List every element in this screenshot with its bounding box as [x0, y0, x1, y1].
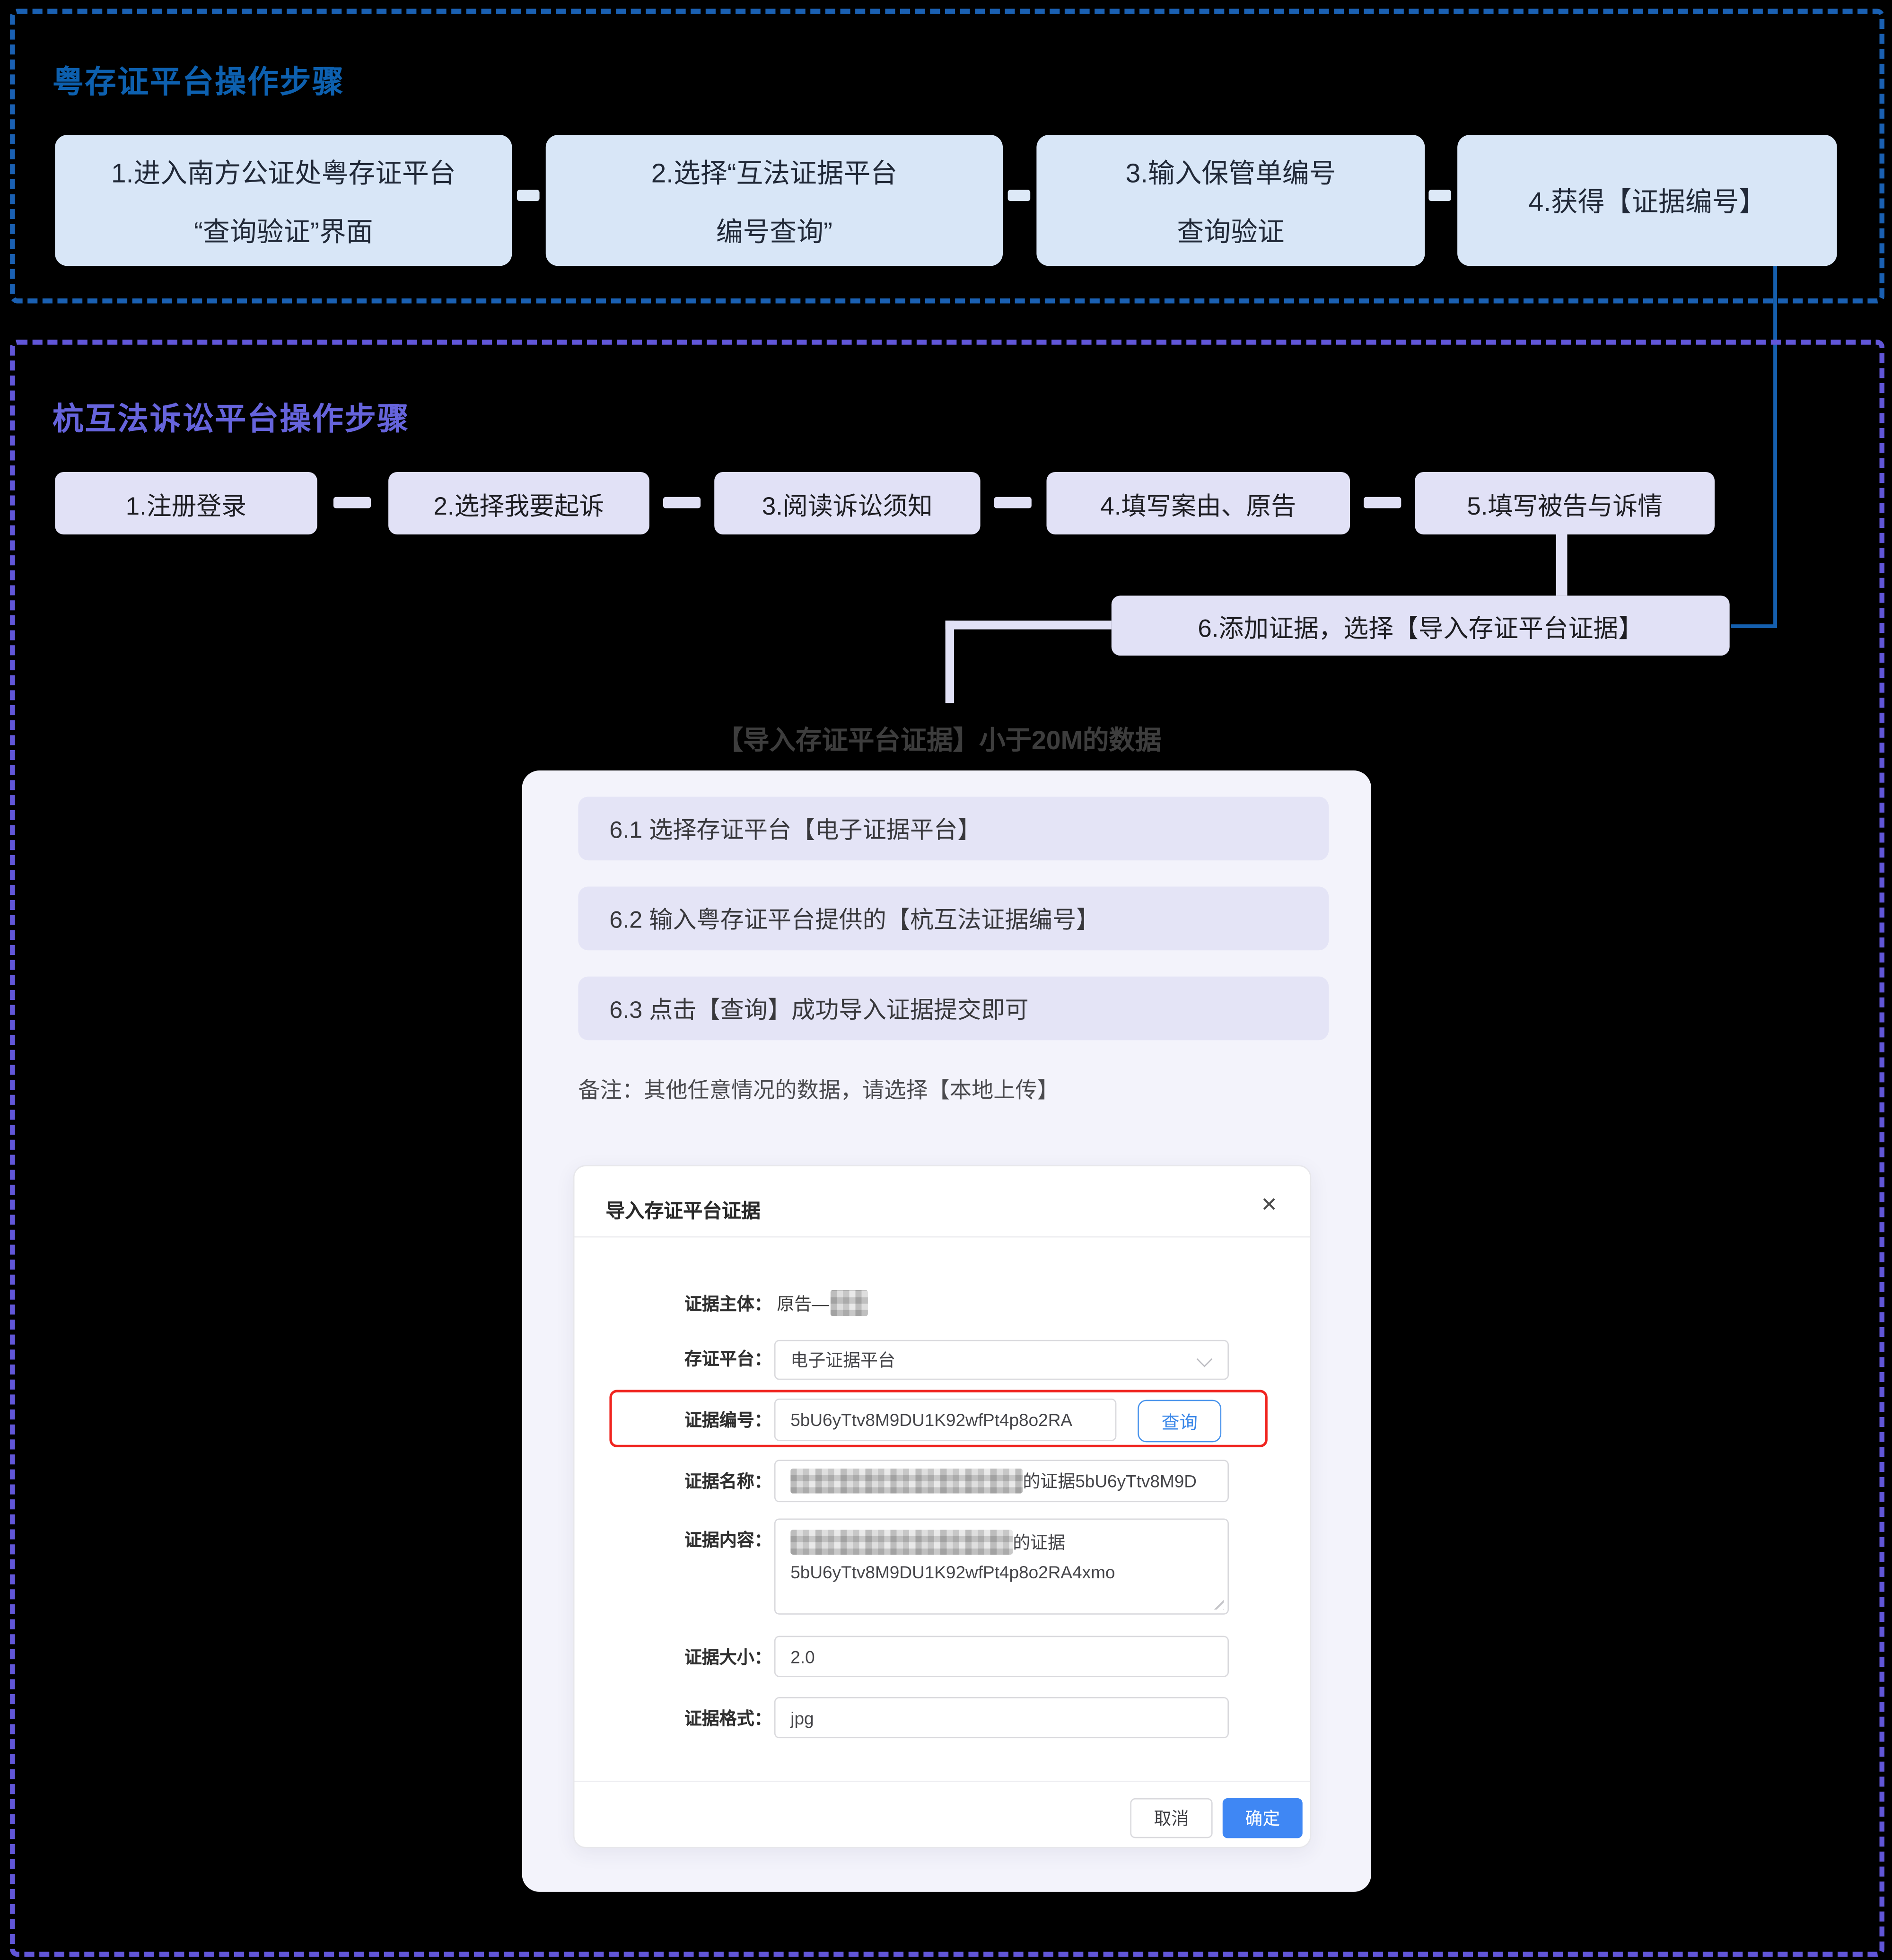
evidence-size-value: 2.0	[790, 1646, 815, 1667]
evidence-name-input[interactable]: 的证据5bU6yTtv8M9D	[774, 1460, 1229, 1503]
hang-connector-dash	[663, 497, 701, 508]
subject-value-text: 原告—	[777, 1293, 830, 1313]
yue-step-1-box: 1.进入南方公证处粤存证平台 “查询验证”界面	[55, 135, 512, 266]
query-button[interactable]: 查询	[1138, 1400, 1222, 1443]
modal-header-divider	[574, 1236, 1310, 1238]
substep-6-3-label: 6.3 点击【查询】成功导入证据提交即可	[609, 998, 1029, 1024]
yue-step-1-line2: “查询验证”界面	[194, 217, 373, 247]
hang-step-3-box: 3.阅读诉讼须知	[714, 472, 981, 535]
number-label: 证据编号：	[684, 1409, 772, 1430]
subject-value: 原告—	[777, 1290, 868, 1316]
yue-step-2-box: 2.选择“互法证据平台 编号查询”	[545, 135, 1003, 266]
hang-step-2-box: 2.选择我要起诉	[388, 472, 649, 535]
subject-label: 证据主体：	[684, 1294, 772, 1314]
content-line-1: 的证据	[790, 1527, 1212, 1557]
hang-step-1-box: 1.注册登录	[55, 472, 317, 535]
yue-section-border	[10, 9, 1885, 304]
substep-6-2-row: 6.2 输入粤存证平台提供的【杭互法证据编号】	[578, 886, 1329, 951]
yue-step-4-box: 4.获得【证据编号】	[1457, 135, 1837, 266]
yue-step-2-line1: 2.选择“互法证据平台	[651, 158, 898, 188]
yue-step-2-line2: 编号查询”	[716, 217, 832, 247]
resize-grip-icon[interactable]	[1210, 1596, 1224, 1610]
hang-connector-dash	[1364, 497, 1401, 508]
import-evidence-caption: 【导入存证平台证据】小于20M的数据	[717, 726, 1162, 756]
hang-step-2-label: 2.选择我要起诉	[433, 492, 604, 520]
hang-step-6-label: 6.添加证据，选择【导入存证平台证据】	[1198, 615, 1644, 643]
content-label: 证据内容：	[684, 1530, 772, 1550]
size-label: 证据大小：	[684, 1647, 772, 1667]
import-evidence-modal: 导入存证平台证据 ✕ 证据主体： 原告— 存证平台： 电子证据平台 证据编号： …	[573, 1165, 1312, 1848]
evidence-content-textarea[interactable]: 的证据 5bU6yTtv8M9DU1K92wfPt4p8o2RA4xmo	[774, 1518, 1229, 1615]
redacted-content-blur	[790, 1530, 1013, 1555]
step6-detail-card: 6.1 选择存证平台【电子证据平台】 6.2 输入粤存证平台提供的【杭互法证据编…	[522, 770, 1371, 1892]
yue-step-3-box: 3.输入保管单编号 查询验证	[1036, 135, 1425, 266]
close-icon[interactable]: ✕	[1261, 1195, 1278, 1216]
modal-footer-divider	[574, 1780, 1310, 1782]
cancel-button[interactable]: 取消	[1130, 1798, 1213, 1838]
format-label: 证据格式：	[684, 1708, 772, 1729]
card-note: 备注：其他任意情况的数据，请选择【本地上传】	[578, 1077, 1059, 1103]
substep-6-1-row: 6.1 选择存证平台【电子证据平台】	[578, 796, 1329, 861]
hang-section-border	[10, 340, 1885, 1957]
platform-select-value: 电子证据平台	[790, 1350, 896, 1370]
redacted-name-blur	[790, 1468, 1023, 1494]
modal-title: 导入存证平台证据	[605, 1201, 761, 1223]
step5-to-step6-connector	[1556, 534, 1568, 596]
step6-elbow-vertical	[945, 621, 955, 703]
hang-step-5-label: 5.填写被告与诉情	[1467, 492, 1663, 520]
hang-step-6-box: 6.添加证据，选择【导入存证平台证据】	[1111, 595, 1730, 656]
yue-connector-dash	[1428, 190, 1451, 201]
substep-6-3-row: 6.3 点击【查询】成功导入证据提交即可	[578, 976, 1329, 1041]
hang-step-1-label: 1.注册登录	[125, 492, 247, 520]
evidence-name-suffix: 的证据5bU6yTtv8M9D	[1023, 1471, 1197, 1491]
hang-step-3-label: 3.阅读诉讼须知	[762, 492, 933, 520]
substep-6-2-label: 6.2 输入粤存证平台提供的【杭互法证据编号】	[609, 908, 1100, 934]
yue-step-3-line2: 查询验证	[1177, 217, 1285, 247]
evidence-number-input[interactable]: 5bU6yTtv8M9DU1K92wfPt4p8o2RA	[774, 1399, 1117, 1441]
chevron-down-icon	[1196, 1351, 1213, 1367]
yue-connector-dash	[1007, 190, 1031, 201]
hang-connector-dash	[333, 497, 371, 508]
redacted-subject-blur	[830, 1290, 868, 1316]
evidence-number-connector-vertical	[1773, 266, 1778, 629]
platform-select[interactable]: 电子证据平台	[774, 1339, 1229, 1380]
yue-step-4-line1: 4.获得【证据编号】	[1528, 187, 1766, 218]
substep-6-1-label: 6.1 选择存证平台【电子证据平台】	[609, 818, 981, 844]
hang-step-4-label: 4.填写案由、原告	[1100, 492, 1296, 520]
evidence-number-connector-horizontal	[1731, 624, 1778, 629]
name-label: 证据名称：	[684, 1471, 772, 1491]
yue-connector-dash	[517, 190, 540, 201]
platform-label: 存证平台：	[684, 1348, 772, 1369]
evidence-number-value: 5bU6yTtv8M9DU1K92wfPt4p8o2RA	[790, 1409, 1073, 1430]
yue-step-1-line1: 1.进入南方公证处粤存证平台	[111, 158, 456, 188]
hang-connector-dash	[994, 497, 1032, 508]
hang-step-4-box: 4.填写案由、原告	[1046, 472, 1350, 535]
evidence-size-input[interactable]: 2.0	[774, 1636, 1229, 1677]
evidence-format-value: jpg	[790, 1707, 814, 1728]
yue-section-title: 粤存证平台操作步骤	[52, 65, 345, 100]
content-line-2: 5bU6yTtv8M9DU1K92wfPt4p8o2RA4xmo	[790, 1562, 1115, 1583]
confirm-button[interactable]: 确定	[1222, 1798, 1303, 1838]
yue-step-3-line1: 3.输入保管单编号	[1125, 158, 1336, 188]
hang-step-5-box: 5.填写被告与诉情	[1415, 472, 1715, 535]
step6-elbow-horizontal	[945, 621, 1112, 630]
evidence-format-input[interactable]: jpg	[774, 1697, 1229, 1739]
content-line1-suffix: 的证据	[1013, 1532, 1066, 1552]
hang-section-title: 杭互法诉讼平台操作步骤	[52, 402, 410, 438]
